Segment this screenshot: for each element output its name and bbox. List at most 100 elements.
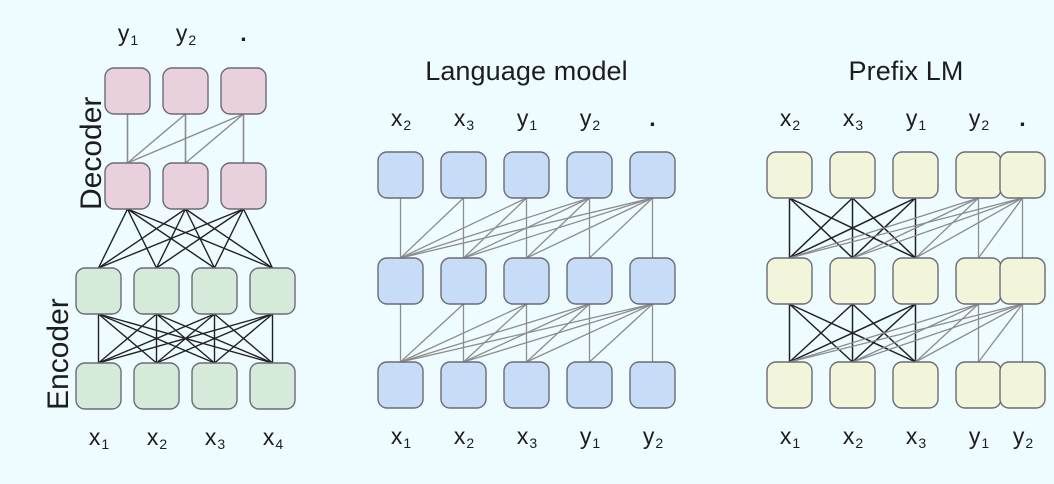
token-top-prefix-lm-3: y1 bbox=[905, 105, 927, 133]
edge-causal bbox=[977, 303, 1024, 363]
edge-cross-attention bbox=[242, 208, 274, 269]
node-prefix-lm-r1-c3 bbox=[892, 151, 939, 199]
token-top-prefix-lm-4: y2 bbox=[968, 105, 990, 133]
node-language-model-r1-c4 bbox=[566, 151, 613, 199]
node-encoder-input-4 bbox=[249, 362, 296, 410]
edge-causal bbox=[789, 303, 979, 363]
edge-causal bbox=[789, 197, 1023, 259]
edge-encoder-full bbox=[214, 313, 273, 364]
node-prefix-lm-r2-c4 bbox=[955, 257, 1002, 305]
node-decoder-hidden-3 bbox=[220, 162, 267, 210]
edge-encoder-full bbox=[98, 313, 215, 364]
node-prefix-lm-r3-c3 bbox=[892, 361, 939, 409]
token-top-language-model-3: y1 bbox=[516, 105, 538, 133]
token-bottom-p1-1: x1 bbox=[88, 424, 110, 452]
edge-causal bbox=[526, 303, 653, 363]
token-bottom-language-model-4: y1 bbox=[579, 423, 601, 451]
node-prefix-lm-r2-c5 bbox=[999, 257, 1046, 305]
edge-causal bbox=[400, 197, 464, 259]
edge-prefix-full bbox=[788, 303, 854, 363]
edge-causal bbox=[400, 303, 527, 363]
edge-causal bbox=[400, 303, 590, 363]
node-language-model-r2-c3 bbox=[503, 257, 550, 305]
edge-causal bbox=[589, 303, 653, 363]
node-language-model-r1-c2 bbox=[440, 151, 487, 199]
edge-prefix-full bbox=[789, 197, 916, 259]
token-top-p1-1: y1 bbox=[117, 20, 139, 48]
side-label-encoder: Encoder bbox=[42, 298, 75, 410]
node-prefix-lm-r1-c2 bbox=[829, 151, 876, 199]
token-bottom-prefix-lm-2: x2 bbox=[842, 423, 864, 451]
edge-encoder-full bbox=[98, 313, 157, 364]
edge-cross-attention bbox=[185, 208, 273, 269]
side-label-decoder: Decoder bbox=[75, 96, 108, 210]
edge-causal bbox=[852, 197, 979, 259]
token-top-prefix-lm-5: . bbox=[1019, 105, 1026, 131]
token-bottom-language-model-5: y2 bbox=[642, 423, 664, 451]
token-top-prefix-lm-2: x3 bbox=[842, 105, 864, 133]
node-language-model-r3-c1 bbox=[377, 361, 424, 409]
node-encoder-input-3 bbox=[191, 362, 238, 410]
node-language-model-r2-c4 bbox=[566, 257, 613, 305]
token-top-language-model-5: . bbox=[649, 105, 656, 131]
token-bottom-p1-2: x2 bbox=[146, 424, 168, 452]
edge-encoder-full bbox=[156, 313, 273, 364]
token-bottom-p1-4: x4 bbox=[262, 424, 284, 452]
edge-causal bbox=[400, 303, 464, 363]
token-bottom-language-model-2: x2 bbox=[453, 423, 475, 451]
token-bottom-p1-3: x3 bbox=[204, 424, 226, 452]
node-prefix-lm-r2-c2 bbox=[829, 257, 876, 305]
edge-causal bbox=[915, 197, 979, 259]
node-encoder-output-2 bbox=[133, 267, 180, 315]
node-prefix-lm-r1-c4 bbox=[955, 151, 1002, 199]
edge-causal bbox=[789, 303, 1023, 363]
edge-causal bbox=[526, 197, 653, 259]
node-language-model-r1-c5 bbox=[629, 151, 676, 199]
node-language-model-r1-c1 bbox=[377, 151, 424, 199]
node-language-model-r1-c3 bbox=[503, 151, 550, 199]
edge-causal bbox=[400, 303, 653, 363]
edge-causal bbox=[400, 197, 590, 259]
token-bottom-language-model-1: x1 bbox=[390, 423, 412, 451]
edge-causal bbox=[915, 303, 1023, 363]
edge-cross-attention bbox=[127, 208, 215, 269]
node-decoder-output-1 bbox=[104, 67, 151, 115]
edge-cross-attention bbox=[127, 208, 273, 269]
token-top-language-model-2: x3 bbox=[453, 105, 475, 133]
edge-causal bbox=[463, 197, 653, 259]
node-encoder-input-2 bbox=[133, 362, 180, 410]
edge-causal bbox=[977, 197, 1024, 259]
node-encoder-output-4 bbox=[249, 267, 296, 315]
node-prefix-lm-r2-c3 bbox=[892, 257, 939, 305]
edge-causal bbox=[915, 303, 979, 363]
node-prefix-lm-r3-c5 bbox=[999, 361, 1046, 409]
edge-prefix-full bbox=[788, 197, 854, 259]
token-bottom-prefix-lm-3: x3 bbox=[905, 423, 927, 451]
node-decoder-hidden-2 bbox=[162, 162, 209, 210]
edge-causal bbox=[789, 197, 979, 259]
node-prefix-lm-r1-c5 bbox=[999, 151, 1046, 199]
node-encoder-input-1 bbox=[75, 362, 122, 410]
node-prefix-lm-r2-c1 bbox=[766, 257, 813, 305]
edge-encoder-full bbox=[98, 313, 273, 364]
node-decoder-output-3 bbox=[220, 67, 267, 115]
token-top-p1-3: . bbox=[240, 20, 247, 46]
node-language-model-r3-c5 bbox=[629, 361, 676, 409]
edge-decoder-causal bbox=[127, 113, 186, 164]
edge-cross-attention bbox=[126, 208, 158, 269]
edge-causal bbox=[589, 197, 653, 259]
token-bottom-language-model-3: x3 bbox=[516, 423, 538, 451]
edge-causal bbox=[400, 197, 527, 259]
token-bottom-prefix-lm-4: y1 bbox=[968, 423, 990, 451]
edge-causal bbox=[852, 303, 1023, 363]
node-decoder-output-2 bbox=[162, 67, 209, 115]
node-language-model-r3-c2 bbox=[440, 361, 487, 409]
edge-causal bbox=[915, 197, 1023, 259]
edge-causal bbox=[400, 197, 653, 259]
node-encoder-output-3 bbox=[191, 267, 238, 315]
node-language-model-r2-c2 bbox=[440, 257, 487, 305]
panel-title-language-model: Language model bbox=[425, 56, 628, 86]
node-prefix-lm-r3-c4 bbox=[955, 361, 1002, 409]
